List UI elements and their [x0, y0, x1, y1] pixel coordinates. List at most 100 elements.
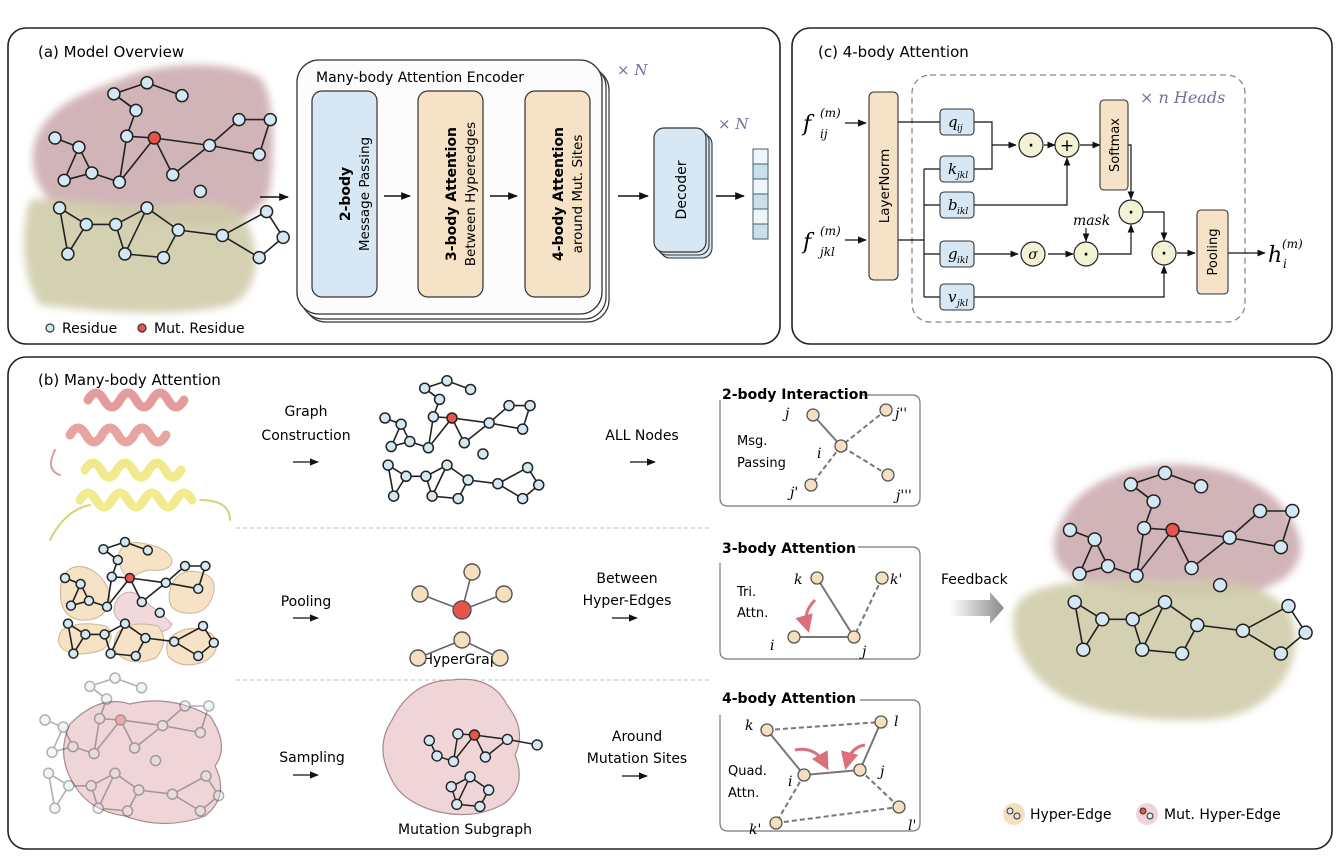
- residue-node: [1235, 623, 1251, 638]
- residue-node: [418, 382, 431, 394]
- residue-node: [192, 583, 204, 595]
- residue-node: [72, 140, 86, 154]
- residue-node: [118, 247, 132, 261]
- residue-node: [1076, 642, 1091, 657]
- residue-node: [524, 399, 536, 412]
- row-3: Sampling Mutation Subgraph Around Mutati…: [279, 729, 687, 838]
- projection-symbol: b: [948, 196, 958, 214]
- graph-faded: [39, 672, 225, 817]
- residue-node: [171, 223, 186, 237]
- block-3body-subtitle: Between Hyperedges: [463, 122, 479, 266]
- sigma-op-symbol: σ: [1028, 247, 1038, 263]
- interaction-box-2body: 2-body Interaction Msg. Passing: [719, 387, 921, 507]
- motif-edge: [859, 769, 900, 808]
- residue-node: [1146, 494, 1161, 509]
- motif-node: [810, 571, 824, 585]
- label-j3: j': [787, 485, 798, 501]
- mut-residue-node: [446, 412, 458, 424]
- residue-node: [423, 734, 435, 747]
- residue-node: [100, 693, 113, 705]
- residue-node: [1125, 612, 1140, 627]
- block-4body-title: 4-body Attention: [551, 127, 567, 261]
- graph-edge: [118, 137, 155, 183]
- mut-residue-legend-dot: [137, 323, 147, 333]
- residue-node: [1212, 577, 1228, 593]
- residue-node: [85, 166, 99, 180]
- motif-node: [806, 408, 820, 422]
- residue-node: [142, 545, 154, 556]
- scope-2-label-line2: Hyper-Edges: [583, 593, 672, 609]
- graph-edge: [1229, 536, 1282, 548]
- graph-edge: [54, 785, 70, 809]
- graph-edge: [222, 210, 267, 237]
- graph-edge: [126, 789, 140, 812]
- output-cell: [752, 178, 769, 195]
- motif-node: [787, 630, 801, 644]
- graph-edge: [47, 773, 56, 809]
- graph-edge: [93, 718, 101, 754]
- block-2body-title: 2-body: [338, 167, 354, 221]
- residue-node: [194, 726, 207, 739]
- residue-node: [452, 728, 464, 740]
- label-j4: j''': [893, 488, 912, 504]
- residue-node: [1193, 479, 1209, 494]
- residue-node: [93, 712, 106, 725]
- residue-node: [75, 578, 86, 590]
- row-1: Graph Construction ALL Nodes: [261, 404, 679, 466]
- interaction-box-4body: 4-body Attention Quad. Attn.: [719, 691, 921, 832]
- motif-edge: [766, 729, 805, 776]
- block-2body-subtitle: Message Passing: [357, 137, 373, 251]
- input-1-sup: (m): [820, 106, 841, 120]
- layernorm-box: [868, 91, 899, 281]
- residue-node: [1095, 612, 1110, 627]
- hyper-node: [409, 649, 427, 667]
- block-2body: 2-body Message Passing: [311, 90, 378, 298]
- graph-a: [48, 76, 290, 265]
- residue-node: [68, 648, 79, 659]
- interaction-box-3body: 3-body Attention Tri. Attn.: [719, 541, 921, 660]
- residue-node: [464, 383, 477, 396]
- scope-1-label: ALL Nodes: [605, 428, 678, 444]
- residue-node: [80, 629, 91, 640]
- residue-node: [65, 600, 77, 611]
- box-4body-label-1: Quad.: [728, 764, 767, 779]
- residue-node: [1123, 477, 1139, 492]
- graph-edge: [172, 775, 207, 795]
- residue-node: [101, 601, 113, 613]
- residue-node: [57, 721, 69, 733]
- box-2body-label-2: Passing: [737, 456, 786, 471]
- graph-edge: [44, 719, 64, 728]
- box-3body-label-2: Attn.: [737, 606, 768, 621]
- graph-edge: [162, 724, 201, 734]
- residue-node: [84, 680, 96, 693]
- attention-wires: [898, 121, 1266, 298]
- residue-node: [98, 543, 109, 555]
- residue-node: [252, 147, 266, 162]
- motif-node: [892, 800, 906, 814]
- residue-node: [203, 700, 215, 712]
- residue-node: [1072, 566, 1087, 581]
- residue-node: [404, 435, 416, 448]
- graph-edge: [173, 625, 204, 643]
- output-cell: [752, 148, 769, 165]
- motif-edge: [840, 445, 889, 476]
- residue-node: [156, 250, 171, 265]
- block-3body-title: 3-body Attention: [444, 127, 460, 261]
- label-j: j: [859, 644, 867, 660]
- mask-mult-op-symbol: ·: [1083, 247, 1088, 263]
- graph-edge: [89, 685, 108, 700]
- residue-node: [42, 767, 55, 779]
- surface-pink: [32, 64, 273, 226]
- encoder-repeat: × N: [617, 61, 648, 79]
- residue-node: [276, 230, 290, 245]
- residue-node: [57, 173, 71, 188]
- residue-node: [135, 682, 148, 694]
- residue-node: [263, 112, 278, 127]
- graph-constructed: [379, 375, 545, 505]
- graph-edge: [1135, 529, 1174, 577]
- residue-node: [166, 788, 179, 800]
- graph-edge: [222, 234, 260, 259]
- residue-node: [503, 399, 515, 412]
